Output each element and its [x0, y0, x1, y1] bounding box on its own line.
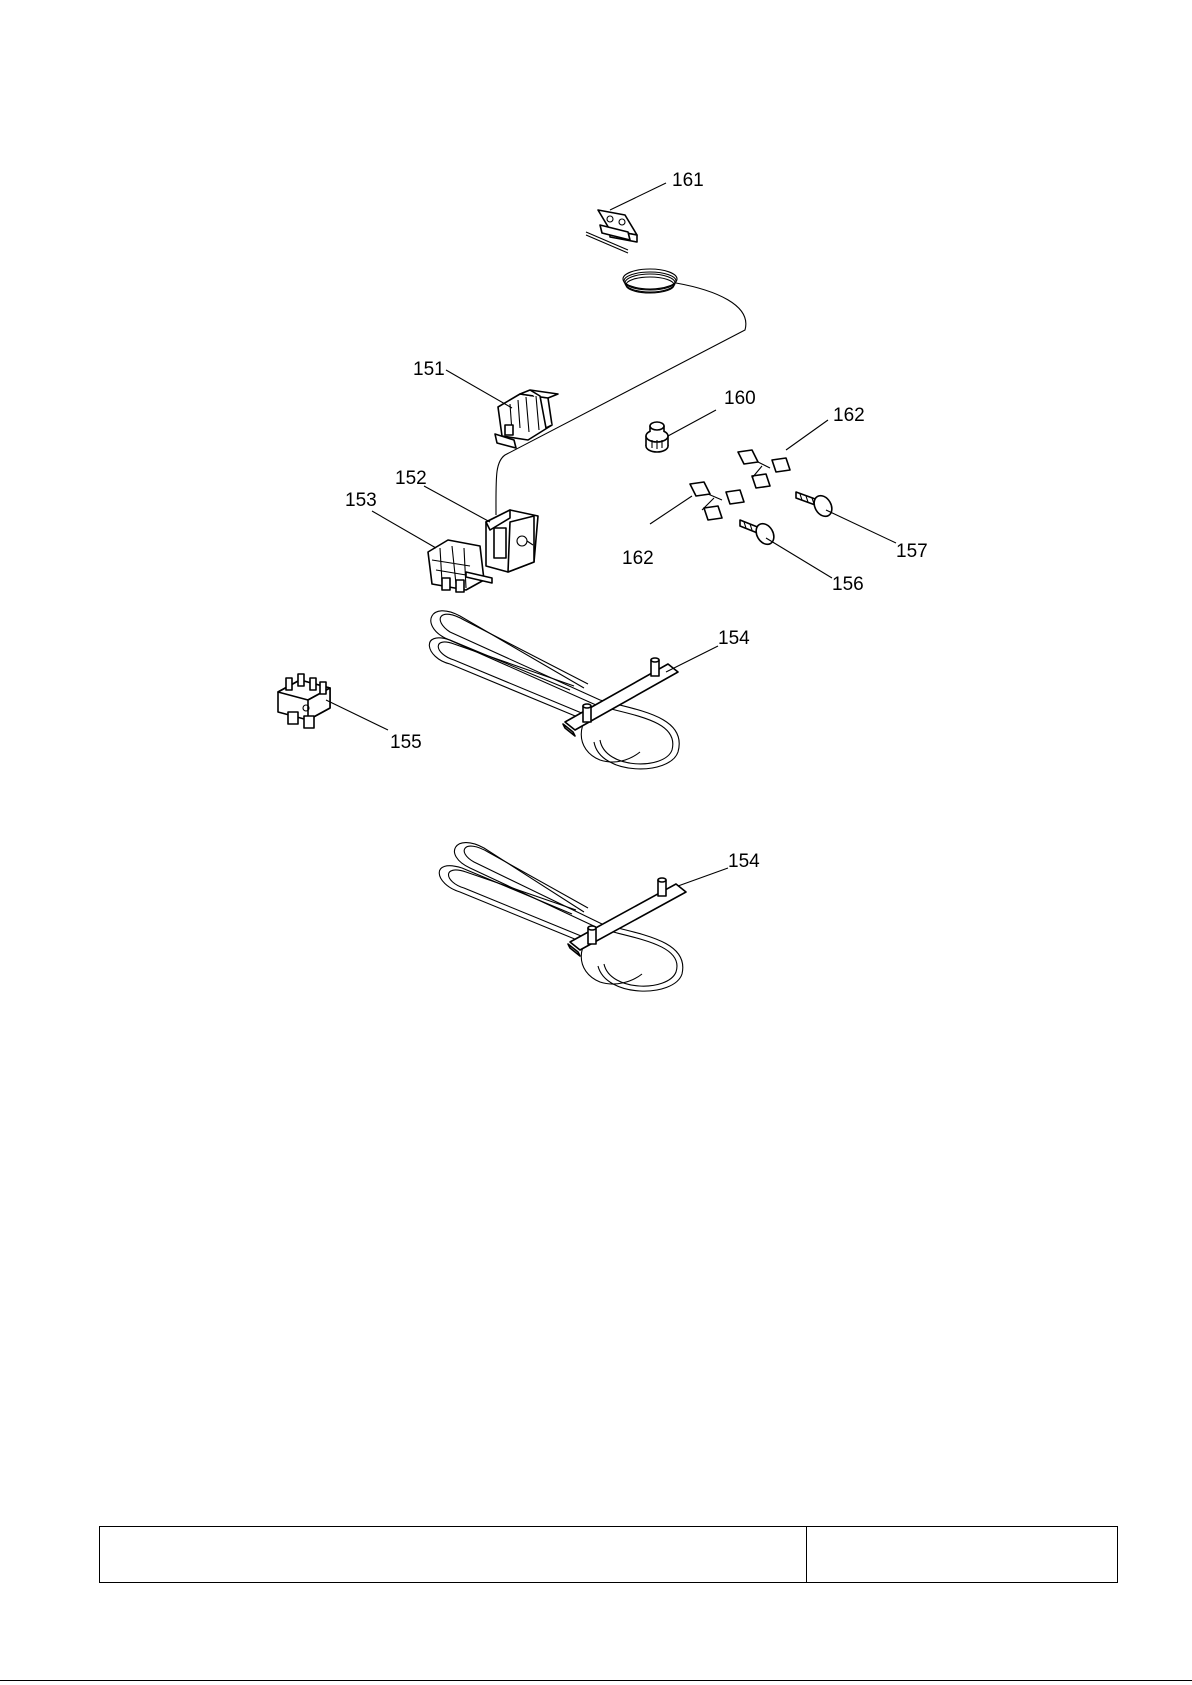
label-162-lower: 162 [622, 548, 654, 569]
label-157: 157 [896, 541, 928, 562]
part-157-indicator-lamp [796, 492, 835, 520]
part-162-connectors-upper [738, 450, 790, 488]
label-153: 153 [345, 490, 377, 511]
label-156: 156 [832, 574, 864, 595]
page-bottom-rule [0, 1680, 1192, 1681]
label-152: 152 [395, 468, 427, 489]
label-154-lower: 154 [728, 851, 760, 872]
label-155: 155 [390, 732, 422, 753]
part-160-cable-gland [646, 422, 668, 452]
part-151-terminal-block [495, 390, 558, 448]
leader-lines [326, 183, 896, 886]
part-161-sensor-bracket [586, 210, 637, 253]
label-160: 160 [724, 388, 756, 409]
part-156-indicator-lamp [740, 520, 777, 548]
title-block-divider [806, 1527, 807, 1582]
part-152-thermostat [486, 510, 538, 572]
label-161: 161 [672, 170, 704, 191]
part-154-heating-element-lower [439, 843, 686, 992]
label-151: 151 [413, 359, 445, 380]
part-154-heating-element-upper [429, 611, 679, 769]
title-block [99, 1526, 1118, 1583]
label-162-upper: 162 [833, 405, 865, 426]
part-153-selector-switch [428, 540, 492, 592]
part-162-connectors-lower [690, 482, 744, 520]
label-154-upper: 154 [718, 628, 750, 649]
part-155-switch [278, 674, 330, 728]
